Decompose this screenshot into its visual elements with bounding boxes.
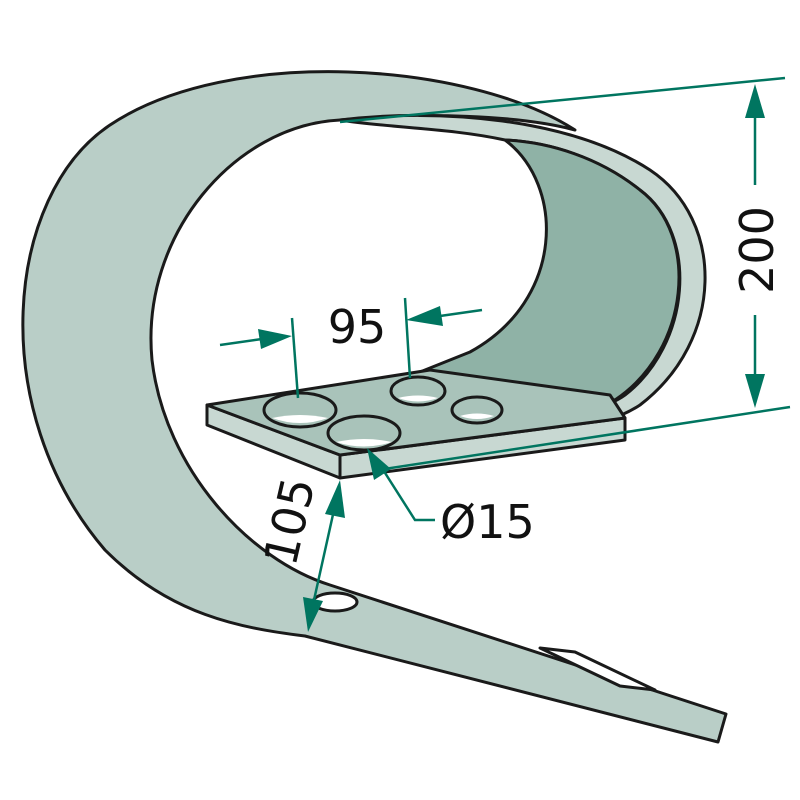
spacing-label: 95 <box>328 300 387 354</box>
dimension-200: 200 <box>339 76 791 472</box>
holes <box>262 375 504 452</box>
dimension-diameter: Ø15 <box>367 448 535 549</box>
height-label: 200 <box>730 206 784 294</box>
diameter-label: Ø15 <box>440 495 535 549</box>
offset-label: 105 <box>253 473 325 571</box>
hole <box>450 395 504 425</box>
inner-surface <box>418 138 681 402</box>
dimension-95: 95 <box>219 297 483 399</box>
outer-shell <box>21 70 728 744</box>
plate-top-face <box>205 368 627 457</box>
slot <box>538 646 657 692</box>
